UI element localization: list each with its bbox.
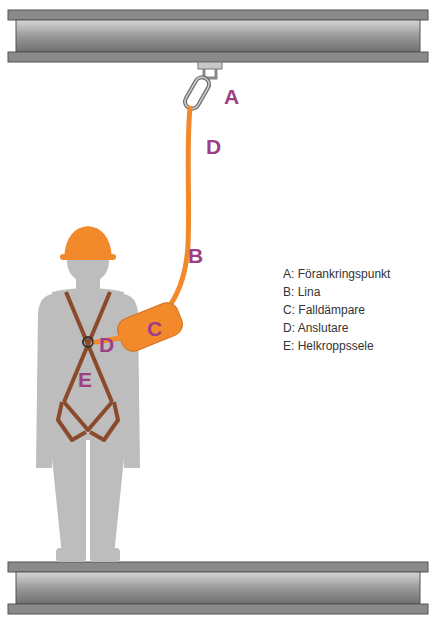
callout-letter: B bbox=[188, 245, 203, 266]
callout-letter: D bbox=[206, 136, 221, 157]
lanyard bbox=[165, 108, 190, 312]
legend-line: A: Förankringspunkt bbox=[283, 268, 390, 280]
callout-letter: A bbox=[224, 86, 239, 107]
legend-line: B: Lina bbox=[283, 286, 320, 298]
legend-line: C: Falldämpare bbox=[283, 304, 365, 316]
callout-letter: C bbox=[147, 318, 162, 339]
full-body-harness bbox=[58, 292, 118, 440]
shock-absorber bbox=[96, 299, 186, 354]
callout-letter: D bbox=[99, 334, 114, 355]
callout-letter: E bbox=[78, 369, 92, 390]
person bbox=[36, 241, 140, 562]
bottom-beam bbox=[8, 562, 428, 614]
top-beam bbox=[8, 10, 428, 62]
legend-line: D: Anslutare bbox=[283, 322, 348, 334]
helmet bbox=[60, 226, 116, 260]
legend-line: E: Helkroppssele bbox=[283, 340, 374, 352]
carabiner bbox=[182, 75, 211, 111]
